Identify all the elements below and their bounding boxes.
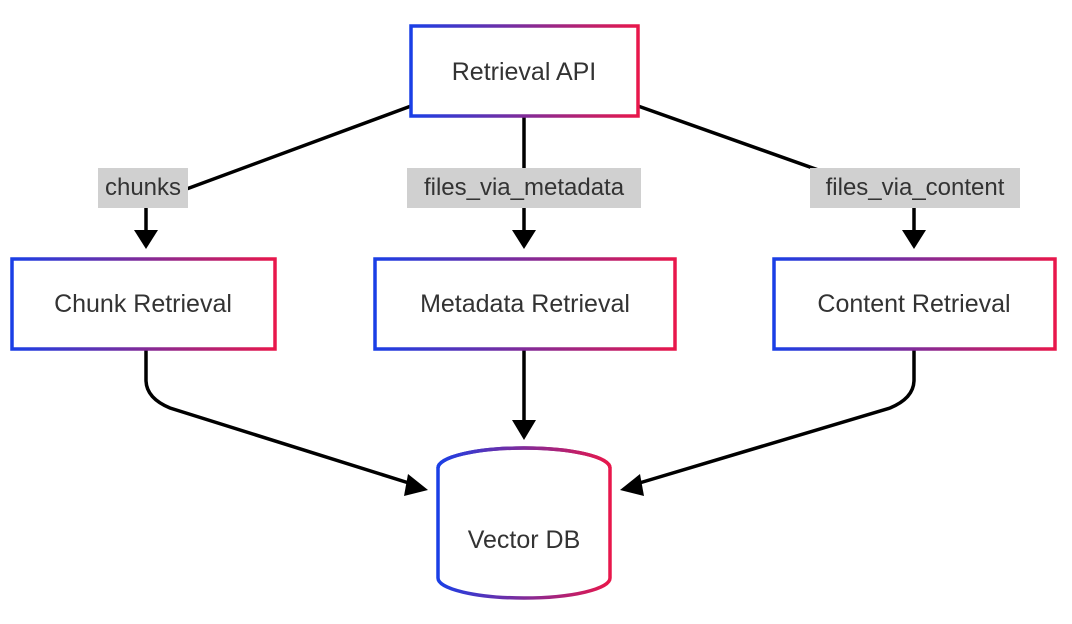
node-metadata-retrieval: Metadata Retrieval xyxy=(373,257,677,351)
node-metadata-retrieval-label: Metadata Retrieval xyxy=(420,290,630,318)
node-vector-db-label: Vector DB xyxy=(468,526,581,554)
node-vector-db: Vector DB xyxy=(436,446,612,600)
node-content-retrieval-label: Content Retrieval xyxy=(817,290,1010,318)
edge-label-files-via-metadata-text: files_via_metadata xyxy=(424,174,625,201)
edge-content-to-vectordb xyxy=(620,349,916,496)
node-chunk-retrieval-label: Chunk Retrieval xyxy=(54,290,232,318)
node-content-retrieval: Content Retrieval xyxy=(772,257,1057,351)
edge-label-files-via-metadata: files_via_metadata xyxy=(407,168,641,208)
edge-label-chunks: chunks xyxy=(98,168,188,208)
node-retrieval-api: Retrieval API xyxy=(409,24,640,118)
edge-metadata-to-vectordb xyxy=(512,349,536,440)
edge-label-chunks-text: chunks xyxy=(105,174,181,201)
edge-label-files-via-content-text: files_via_content xyxy=(826,174,1005,201)
node-retrieval-api-label: Retrieval API xyxy=(452,58,597,86)
node-chunk-retrieval: Chunk Retrieval xyxy=(10,257,277,351)
edge-chunk-to-vectordb xyxy=(144,349,428,496)
edge-label-files-via-content: files_via_content xyxy=(810,168,1020,208)
